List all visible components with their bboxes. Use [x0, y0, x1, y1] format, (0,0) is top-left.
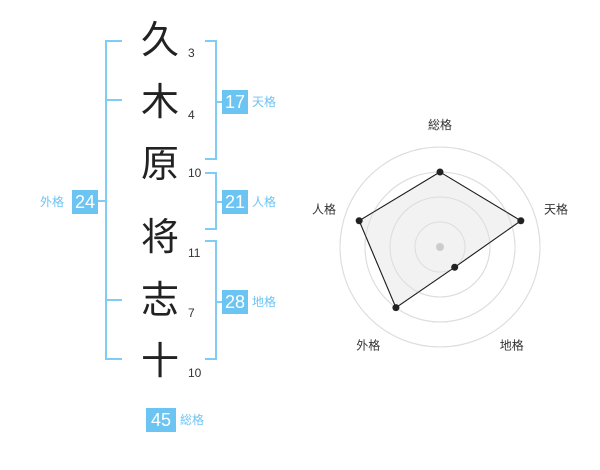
radar-point-1	[436, 168, 444, 176]
radar-outline	[358, 171, 522, 309]
tenkaku-label: 天格	[252, 95, 277, 109]
jinkaku-label: 人格	[252, 195, 277, 209]
name-char-6: 十	[140, 339, 179, 383]
radar-ring-overlay-4	[339, 146, 541, 348]
stroke-count-1: 3	[188, 46, 195, 60]
name-char-4: 将	[140, 215, 179, 259]
chikaku-badge: 28	[222, 290, 248, 314]
radar-point-3	[451, 263, 459, 271]
stroke-count-4: 11	[188, 246, 201, 260]
chikaku-label: 地格	[252, 295, 277, 309]
radar-point-5	[355, 217, 363, 225]
name-char-3: 原	[140, 142, 179, 186]
radar-label-2: 天格	[544, 201, 568, 216]
name-char-2: 木	[140, 80, 179, 124]
radar-point-4	[392, 304, 400, 312]
jinkaku-badge: 21	[222, 190, 248, 214]
tenkaku-badge: 17	[222, 90, 248, 114]
radar-ring-overlay-1	[414, 221, 466, 273]
gaikaku-badge: 24	[72, 190, 98, 214]
soukaku-label: 総格	[180, 413, 205, 427]
radar-label-4: 外格	[356, 338, 380, 353]
soukaku-badge: 45	[146, 408, 176, 432]
name-char-1: 久	[140, 18, 179, 62]
radar-point-2	[517, 217, 525, 225]
radar-ring-overlay-2	[389, 196, 491, 298]
stroke-count-3: 10	[188, 166, 202, 180]
radar-center	[436, 243, 444, 251]
radar-label-5: 人格	[312, 201, 336, 216]
gaikaku-label: 外格	[40, 195, 65, 209]
radar-label-3: 地格	[500, 338, 524, 353]
stroke-count-6: 10	[188, 366, 202, 380]
stroke-count-5: 7	[188, 306, 195, 320]
radar-label-1: 総格	[428, 117, 452, 132]
stroke-count-2: 4	[188, 108, 195, 122]
name-char-5: 志	[140, 278, 179, 322]
